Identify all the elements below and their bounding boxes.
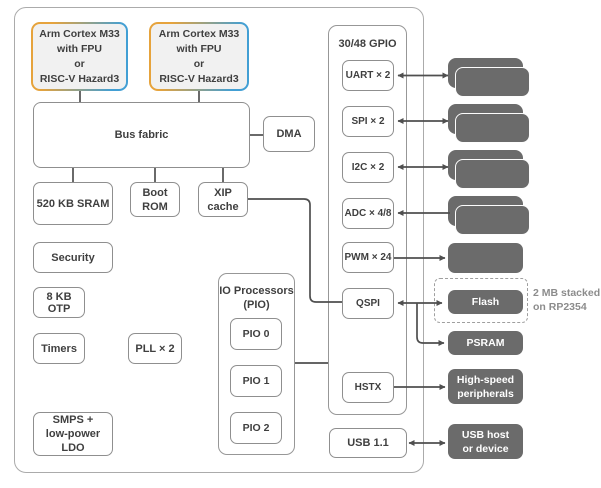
bus-fabric-box: Bus fabric [33,102,250,168]
gpio-hstx-box: HSTX [342,372,394,403]
pwm-peripheral-block [448,243,523,273]
smps-ldo-box: SMPS + low-power LDO [33,412,113,456]
pio0-box: PIO 0 [230,318,282,350]
pll-box: PLL × 2 [128,333,182,364]
cpu-core-box-1: Arm Cortex M33 with FPU or RISC-V Hazard… [149,22,249,91]
boot-rom-box: Boot ROM [130,182,180,217]
timers-box: Timers [33,333,85,364]
gpio-spi-box: SPI × 2 [342,106,394,137]
security-box: Security [33,242,113,273]
cpu-core-label-1: Arm Cortex M33 with FPU or RISC-V Hazard… [151,24,247,89]
adc-peripheral-stack [448,196,532,236]
otp-box: 8 KB OTP [33,287,85,318]
pio1-box: PIO 1 [230,365,282,397]
sram-box: 520 KB SRAM [33,182,113,225]
gpio-pwm-box: PWM × 24 [342,242,394,273]
gpio-i2c-box: I2C × 2 [342,152,394,183]
stack-front-card [455,205,530,235]
stack-front-card [455,113,530,143]
cpu-core-label-0: Arm Cortex M33 with FPU or RISC-V Hazard… [33,24,126,89]
uart-peripheral-stack [448,58,532,98]
flash-note: 2 MB stacked on RP2354 [533,287,601,313]
psram-box: PSRAM [448,331,523,355]
gpio-title: 30/48 GPIO [338,38,397,50]
usb-host-device-box: USB host or device [448,424,523,459]
high-speed-peripherals-box: High-speed peripherals [448,369,523,404]
cpu-core-box-0: Arm Cortex M33 with FPU or RISC-V Hazard… [31,22,128,91]
pio-title: IO Processors (PIO) [219,285,294,311]
i2c-peripheral-stack [448,150,532,190]
xip-cache-box: XIP cache [198,182,248,217]
gpio-qspi-box: QSPI [342,288,394,319]
usb-box: USB 1.1 [329,428,407,458]
spi-peripheral-stack [448,104,532,144]
dma-box: DMA [263,116,315,152]
gpio-adc-box: ADC × 4/8 [342,198,394,229]
chip-boundary [14,7,424,473]
flash-box: Flash [448,290,523,314]
stack-front-card [455,159,530,189]
stack-front-card [455,67,530,97]
pio2-box: PIO 2 [230,412,282,444]
gpio-uart-box: UART × 2 [342,60,394,91]
